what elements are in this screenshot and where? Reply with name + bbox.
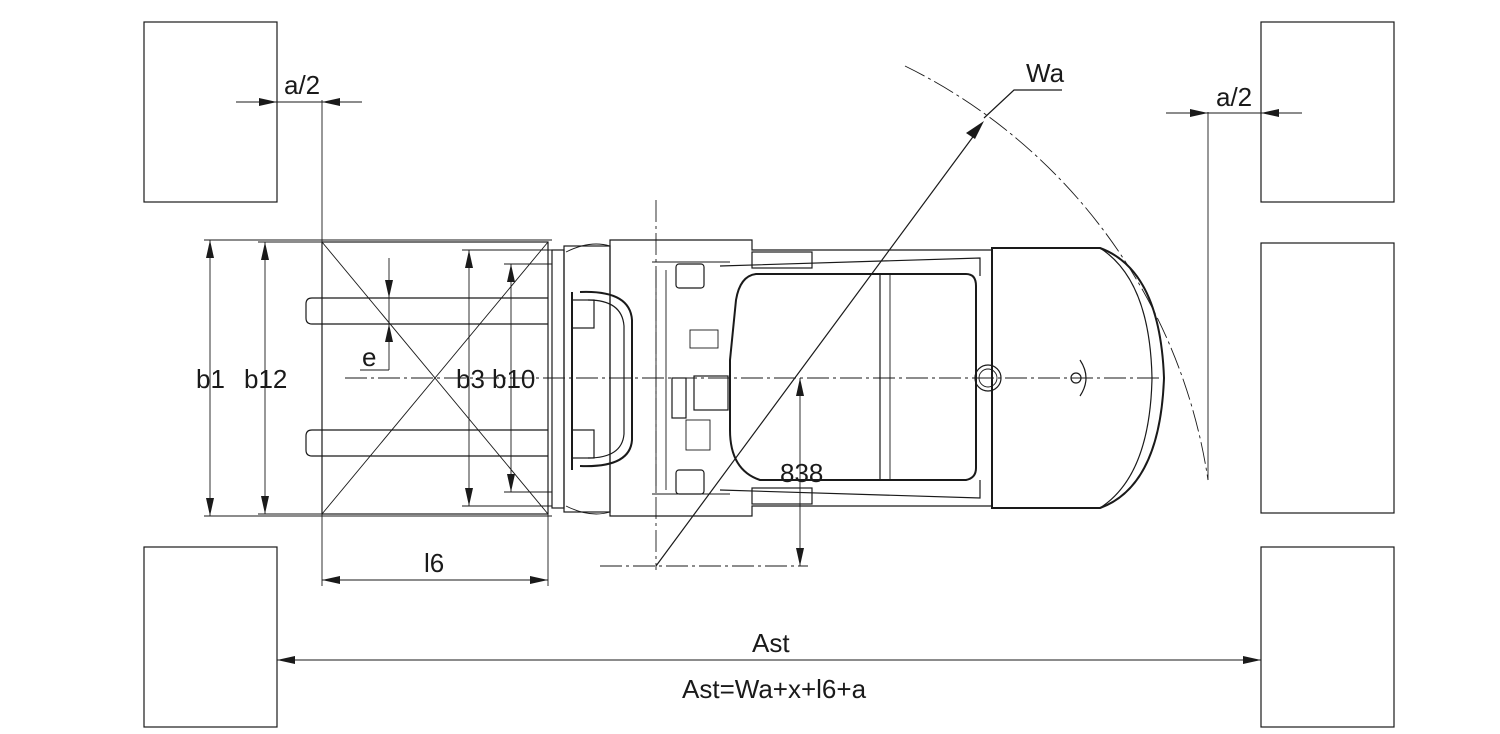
ast-dimension: Ast Ast=Wa+x+l6+a [277, 628, 1261, 704]
pallet-stack-top-right [1260, 21, 1395, 203]
b12-label: b12 [244, 364, 287, 394]
pallet-stack-bottom-left [143, 546, 278, 728]
l6-label: l6 [424, 548, 444, 578]
b10-label: b10 [492, 364, 535, 394]
e-dimension: e [360, 258, 393, 372]
a-half-left-dimension: a/2 [236, 70, 362, 242]
b10-dimension: b10 [492, 264, 535, 492]
l6-dimension: l6 [321, 514, 549, 586]
a-half-right-label: a/2 [1216, 82, 1252, 112]
b12-dimension: b12 [244, 242, 287, 514]
ast-formula: Ast=Wa+x+l6+a [682, 674, 867, 704]
b3-label: b3 [456, 364, 485, 394]
pallet-stack-bottom-right [1260, 546, 1395, 728]
b3-dimension: b3 [456, 250, 485, 506]
pallet-stack-top-left [143, 21, 278, 203]
wa-label: Wa [1026, 58, 1065, 88]
x-value-label: 838 [780, 458, 823, 488]
ast-label: Ast [752, 628, 790, 658]
a-half-left-label: a/2 [284, 70, 320, 100]
b1-dimension: b1 [196, 240, 225, 516]
x-dimension: 838 [780, 378, 823, 566]
pallet-stack-mid-right [1260, 242, 1395, 514]
e-label: e [362, 342, 376, 372]
turning-arc [904, 65, 1209, 481]
forks [305, 297, 548, 457]
a-half-right-dimension: a/2 [1166, 82, 1302, 480]
wa-dimension: Wa [655, 58, 1065, 567]
b1-label: b1 [196, 364, 225, 394]
